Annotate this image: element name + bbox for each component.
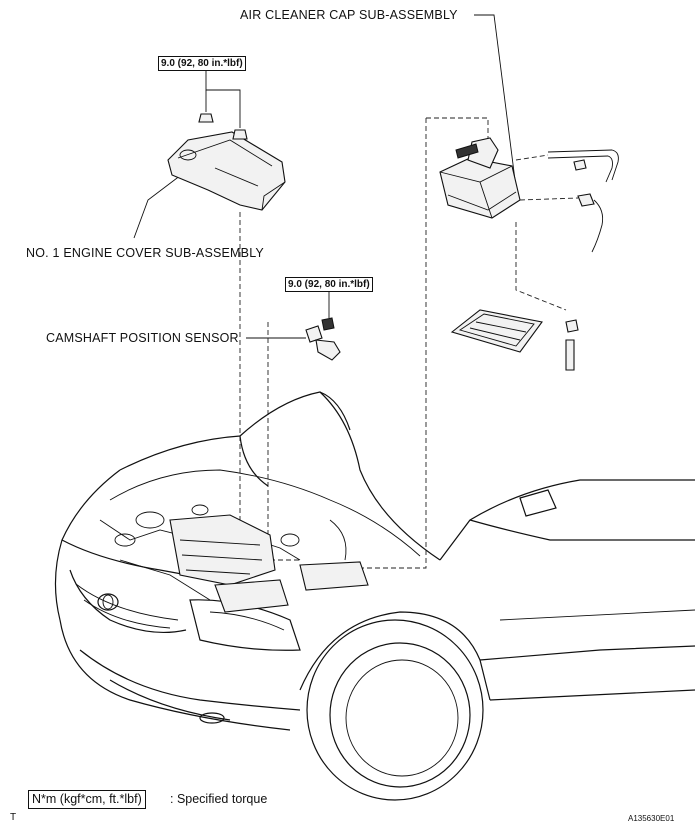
camshaft-sensor-label: CAMSHAFT POSITION SENSOR xyxy=(46,331,239,345)
small-clamp-pipe xyxy=(565,319,579,371)
engine-bay xyxy=(99,469,421,613)
vehicle-outline xyxy=(54,391,695,801)
leader-lines xyxy=(133,14,516,339)
legend-specified-torque-text: : Specified torque xyxy=(170,792,268,806)
torque-box-sensor-bolt: 9.0 (92, 80 in.*lbf) xyxy=(285,277,373,292)
air-flow-sensor-wire xyxy=(577,193,604,253)
legend-torque-unit-box: N*m (kgf*cm, ft.*lbf) xyxy=(28,790,146,809)
engine-cover-part xyxy=(167,131,286,211)
cover-nuts xyxy=(198,113,248,140)
engine-cover-label: NO. 1 ENGINE COVER SUB-ASSEMBLY xyxy=(26,246,264,260)
breather-hose xyxy=(547,149,619,183)
camshaft-sensor-part xyxy=(305,317,341,361)
footer-mark: T xyxy=(10,812,17,823)
air-filter-element xyxy=(450,309,543,353)
air-cleaner-cap-label: AIR CLEANER CAP SUB-ASSEMBLY xyxy=(240,8,458,22)
assembly-dashed-lines xyxy=(239,117,579,569)
air-cleaner-cap-part xyxy=(439,137,521,219)
torque-box-cover-nuts: 9.0 (92, 80 in.*lbf) xyxy=(158,56,246,71)
figure-id: A135630E01 xyxy=(628,814,675,823)
